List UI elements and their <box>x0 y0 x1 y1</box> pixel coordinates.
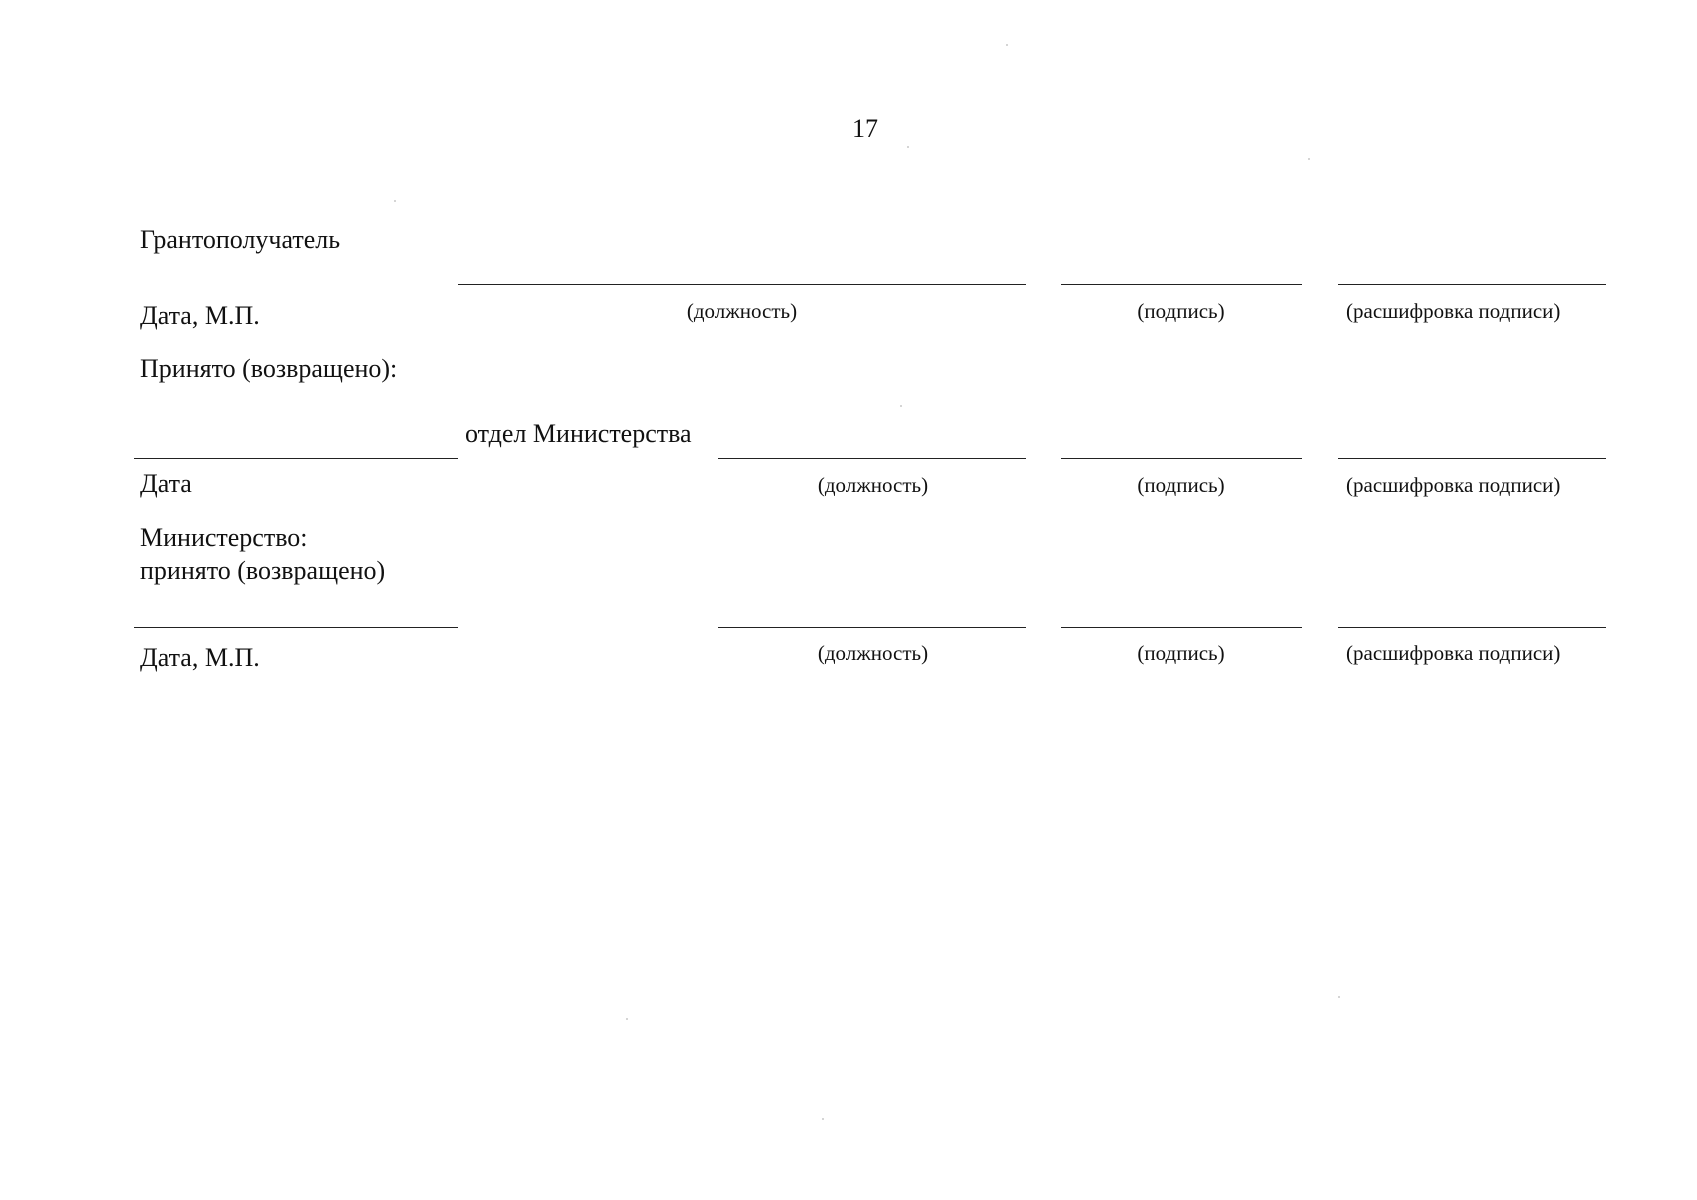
accepted-decode-line <box>1338 458 1606 459</box>
accepted-signature-caption: (подпись) <box>1137 473 1225 497</box>
accepted-decode-caption: (расшифровка подписи) <box>1346 473 1561 497</box>
grantee-decode-caption: (расшифровка подписи) <box>1346 299 1561 323</box>
scan-speck <box>900 405 902 407</box>
scan-speck <box>907 146 909 148</box>
ministry-position-caption: (должность) <box>817 641 929 665</box>
grantee-date-label: Дата, М.П. <box>140 301 260 330</box>
ministry-signature-line <box>1061 627 1302 628</box>
ministry-position-line <box>718 627 1026 628</box>
scan-speck <box>626 1018 628 1020</box>
accepted-position-line <box>718 458 1026 459</box>
scan-speck <box>1308 158 1310 160</box>
grantee-position-line <box>458 284 1026 285</box>
ministry-decode-caption: (расшифровка подписи) <box>1346 641 1561 665</box>
ministry-title-line2: принято (возвращено) <box>140 556 386 585</box>
ministry-date-label: Дата, М.П. <box>140 643 260 672</box>
grantee-title: Грантополучатель <box>140 225 341 254</box>
grantee-signature-caption: (подпись) <box>1137 299 1225 323</box>
accepted-signature-line <box>1061 458 1302 459</box>
scan-speck <box>394 200 396 202</box>
scan-speck <box>1338 996 1340 998</box>
grantee-signature-line <box>1061 284 1302 285</box>
accepted-date-line <box>134 458 458 459</box>
ministry-department-label: отдел Министерства <box>465 419 692 448</box>
ministry-title-line1: Министерство: <box>140 523 308 552</box>
accepted-position-caption: (должность) <box>817 473 929 497</box>
grantee-position-caption: (должность) <box>686 299 798 323</box>
page-number: 17 <box>852 114 878 143</box>
grantee-decode-line <box>1338 284 1606 285</box>
ministry-signature-caption: (подпись) <box>1137 641 1225 665</box>
accepted-date-label: Дата <box>140 469 192 498</box>
ministry-date-line <box>134 627 458 628</box>
ministry-decode-line <box>1338 627 1606 628</box>
accepted-title: Принято (возвращено): <box>140 354 398 383</box>
scan-speck <box>1006 44 1008 46</box>
scan-speck <box>822 1118 824 1120</box>
